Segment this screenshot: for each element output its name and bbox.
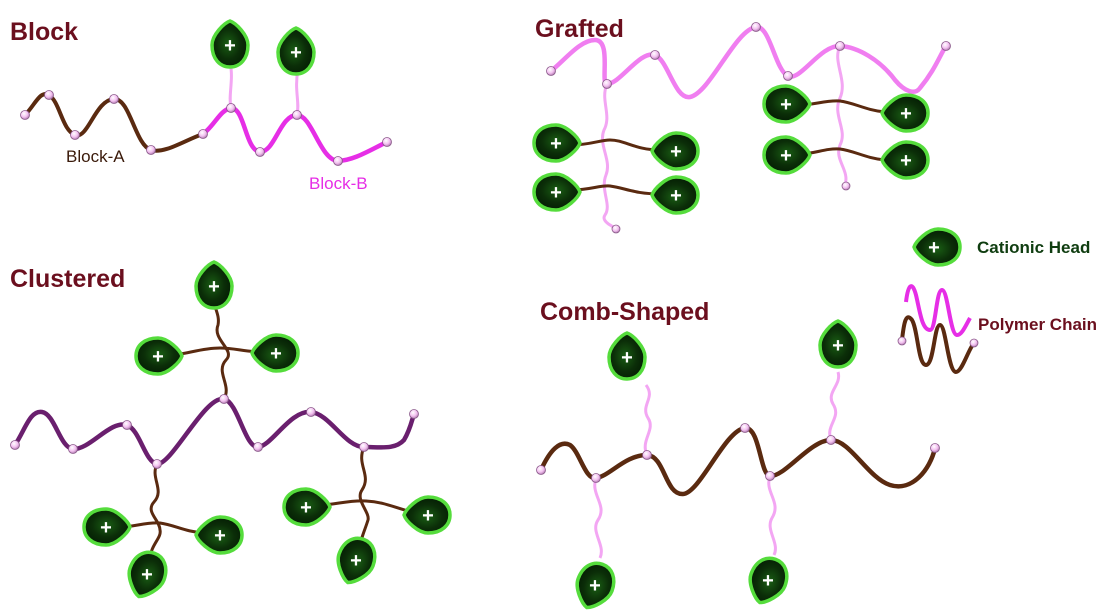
- clustered-backbone: [15, 399, 414, 464]
- head-plus-sign: +: [780, 145, 792, 167]
- block-a-label: Block-A: [66, 147, 125, 166]
- panel-title-block: Block: [10, 18, 78, 46]
- head-plus-sign: +: [780, 94, 792, 116]
- cationic-head: +: [570, 558, 620, 610]
- legend-cationic-head-icon: +: [914, 229, 960, 265]
- block-linker: [297, 70, 298, 115]
- head-plus-sign: +: [100, 517, 112, 539]
- graft-side-chain: [602, 84, 616, 228]
- comb-side-chain: [595, 478, 602, 558]
- head-plus-sign: +: [670, 141, 682, 163]
- cationic-head: +: [331, 533, 381, 589]
- cationic-head: +: [764, 137, 810, 173]
- cationic-head: +: [652, 177, 698, 213]
- panel-title-clustered: Clustered: [10, 265, 125, 293]
- comb-side-chain: [830, 372, 839, 440]
- head-plus-sign: +: [141, 564, 153, 586]
- cationic-head: +: [252, 335, 298, 371]
- graft-side-chain: [838, 46, 846, 185]
- head-plus-sign: +: [422, 505, 434, 527]
- cationic-head: +: [534, 125, 580, 161]
- legend-polymer-chain-icon: [898, 286, 978, 372]
- head-plus-sign: +: [550, 182, 562, 204]
- cationic-head: +: [820, 321, 856, 367]
- panel-grafted: Grafted + +: [534, 15, 951, 233]
- cationic-head: +: [609, 333, 645, 379]
- cluster-branch: [120, 523, 205, 533]
- cationic-head: +: [764, 86, 810, 122]
- cationic-head: +: [212, 21, 248, 67]
- cationic-head: +: [84, 509, 130, 545]
- head-plus-sign: +: [589, 575, 601, 597]
- head-plus-sign: +: [152, 346, 164, 368]
- graft-cross-chain: [800, 101, 885, 112]
- cluster-branch: [170, 348, 262, 355]
- cationic-head: +: [278, 28, 314, 74]
- cationic-head: +: [122, 547, 172, 603]
- cationic-head: +: [652, 133, 698, 169]
- head-plus-sign: +: [224, 35, 236, 57]
- legend-cationic-head-label: Cationic Head: [977, 238, 1090, 257]
- legend: + Cationic Head Polymer Chain: [898, 229, 1097, 372]
- head-plus-sign: +: [670, 185, 682, 207]
- head-plus-sign: +: [900, 150, 912, 172]
- head-plus-sign: +: [208, 276, 220, 298]
- clustered-beads: [11, 395, 419, 469]
- cationic-head: +: [882, 142, 928, 178]
- comb-backbone: [541, 428, 935, 494]
- panel-title-comb-shaped: Comb-Shaped: [540, 298, 709, 326]
- head-plus-sign: +: [928, 237, 940, 259]
- panel-comb-shaped: Comb-Shaped + + +: [537, 298, 940, 610]
- panel-block: Block + + Blo: [10, 18, 392, 193]
- block-b-label: Block-B: [309, 174, 368, 193]
- head-plus-sign: +: [762, 570, 774, 592]
- cationic-head: +: [404, 497, 450, 533]
- panel-clustered: Clustered + +: [10, 262, 450, 603]
- cationic-head: +: [534, 174, 580, 210]
- cationic-head: +: [284, 489, 330, 525]
- legend-polymer-chain-label: Polymer Chain: [978, 315, 1097, 334]
- head-plus-sign: +: [900, 103, 912, 125]
- graft-cross-chain: [572, 140, 660, 150]
- cluster-branch: [360, 447, 368, 548]
- block-linker: [230, 62, 231, 108]
- graft-cross-chain: [800, 149, 885, 160]
- cluster-branch: [150, 464, 160, 560]
- head-plus-sign: +: [350, 550, 362, 572]
- head-plus-sign: +: [270, 343, 282, 365]
- cationic-head: +: [136, 338, 182, 374]
- cationic-head: +: [196, 262, 232, 308]
- cationic-head: +: [882, 95, 928, 131]
- head-plus-sign: +: [290, 42, 302, 64]
- graft-cross-chain: [572, 186, 660, 194]
- head-plus-sign: +: [300, 497, 312, 519]
- comb-side-chain: [769, 476, 776, 555]
- head-plus-sign: +: [832, 335, 844, 357]
- cationic-head: +: [196, 517, 242, 553]
- panel-title-grafted: Grafted: [535, 15, 624, 43]
- comb-side-chain: [645, 385, 650, 455]
- head-plus-sign: +: [550, 133, 562, 155]
- head-plus-sign: +: [621, 347, 633, 369]
- head-plus-sign: +: [214, 525, 226, 547]
- cationic-head: +: [743, 553, 793, 609]
